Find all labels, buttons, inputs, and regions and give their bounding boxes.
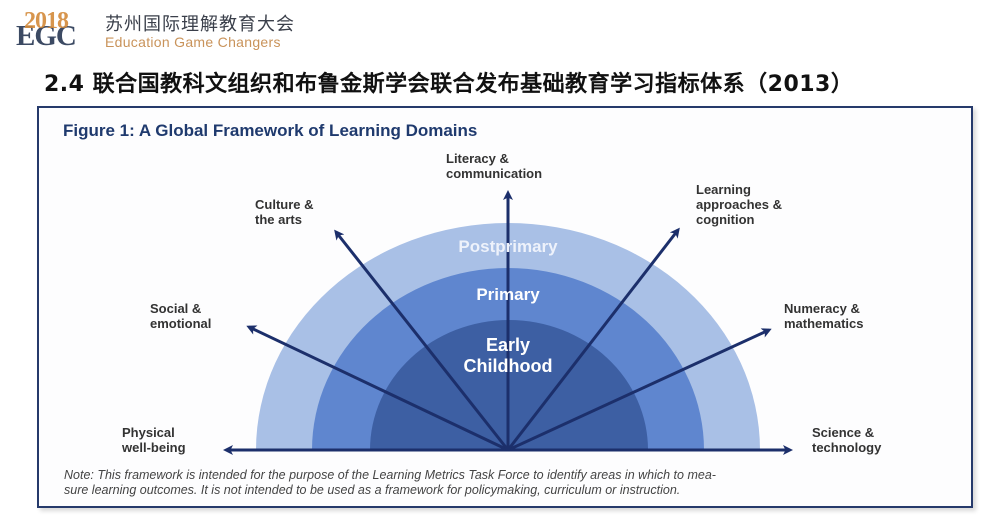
logo-egc-letters: EGC [16, 20, 77, 52]
domain-line: Numeracy & [784, 301, 860, 316]
logo-english-name: Education Game Changers [105, 34, 281, 50]
domain-line: approaches & [696, 197, 782, 212]
note-line: Note: This framework is intended for the… [64, 468, 716, 482]
domain-social-emotional: Social & emotional [150, 301, 211, 331]
domain-science-technology: Science & technology [812, 425, 881, 455]
domain-line: Culture & [255, 197, 314, 212]
level-postprimary: Postprimary [458, 237, 558, 256]
domain-line: emotional [150, 316, 212, 331]
domain-line: Literacy & [446, 151, 509, 166]
slide-title: 2.4 联合国教科文组织和布鲁金斯学会联合发布基础教育学习指标体系（2013） [44, 72, 854, 97]
domain-line: communication [446, 166, 543, 181]
level-primary: Primary [476, 285, 540, 304]
domain-literacy-communication: Literacy & communication [446, 151, 542, 181]
logo-year: 2018 [24, 8, 69, 34]
domain-culture-arts: Culture & the arts [255, 197, 314, 227]
domain-numeracy-mathematics: Numeracy & mathematics [784, 301, 863, 331]
note-line: sure learning outcomes. It is not intend… [64, 483, 681, 497]
arrow-numeracy [507, 328, 772, 452]
domain-line: mathematics [784, 316, 864, 331]
domain-line: Social & [150, 301, 202, 316]
domain-line: cognition [696, 212, 755, 227]
level-early: Early [485, 335, 531, 355]
domain-learning-approaches-cognition: Learning approaches & cognition [696, 182, 782, 227]
level-childhood: Childhood [463, 356, 553, 376]
arrow-culture [334, 229, 510, 451]
domain-line: the arts [255, 212, 302, 227]
conference-logo: EGC 2018 苏州国际理解教育大会 Education Game Chang… [14, 8, 314, 52]
domain-line: Science & [812, 425, 875, 440]
domain-line: Physical [122, 425, 175, 440]
domain-arrows [223, 190, 793, 455]
domain-physical-well-being: Physical well-being [122, 425, 186, 455]
arrow-social [246, 325, 509, 452]
logo-chinese-name: 苏州国际理解教育大会 [105, 14, 295, 35]
figure-title: Figure 1: A Global Framework of Learning… [63, 121, 478, 140]
figure-note: Note: This framework is intended for the… [64, 468, 944, 498]
domain-line: well-being [122, 440, 186, 455]
domain-line: Learning [696, 182, 751, 197]
arrow-learning [506, 227, 680, 451]
domain-line: technology [812, 440, 882, 455]
